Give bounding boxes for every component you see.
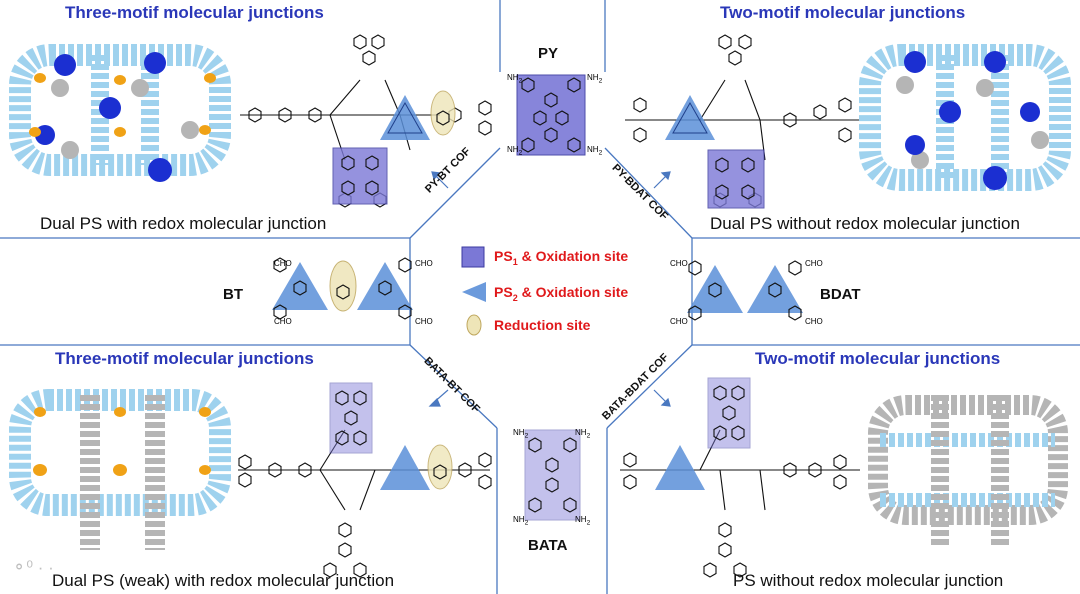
legend-symbols <box>461 246 486 336</box>
framework-model-bottom-left <box>9 389 231 550</box>
label-py: PY <box>538 45 559 62</box>
framework-model-top-left <box>9 44 231 182</box>
cho-label-bt-right-top: CHO <box>415 259 433 268</box>
watermark-logo: ⚬⁰ · · <box>12 558 54 577</box>
title-top-right: Two-motif molecular junctions <box>720 3 966 22</box>
caption-bottom-right: PS without redox molecular junction <box>733 571 1004 590</box>
legend-ps1-label: PS1 & Oxidation site <box>494 248 629 267</box>
cho-label-bdat-right-bottom: CHO <box>805 317 823 326</box>
ps2-triangle-bottom-right <box>655 445 705 490</box>
cho-label-bt-top: CHO <box>274 259 292 268</box>
ps1-py-block-top-right <box>707 149 765 209</box>
caption-bottom-left: Dual PS (weak) with redox molecular junc… <box>52 571 395 590</box>
structure-bottom-right <box>620 429 860 578</box>
caption-top-left: Dual PS with redox molecular junction <box>40 214 327 233</box>
legend-reduction: Reduction site <box>494 317 590 333</box>
label-bt: BT <box>223 286 243 303</box>
label-bdat: BDAT <box>820 286 861 303</box>
title-top-left: Three-motif molecular junctions <box>65 3 324 22</box>
nh2-label-py-br: NH2 <box>587 145 603 157</box>
legend-reduction-label: Reduction site <box>494 317 591 333</box>
cho-label-bdat-right-top: CHO <box>805 259 823 268</box>
py-monomer <box>516 74 586 156</box>
caption-top-right: Dual PS without redox molecular junction <box>710 214 1020 233</box>
direction-arrows <box>428 171 671 407</box>
nh2-label-py-bl: NH2 <box>507 145 523 157</box>
bdat-monomer <box>687 260 803 321</box>
cho-label-bdat-top: CHO <box>670 259 688 268</box>
nh2-label-bata-tr: NH2 <box>575 428 591 440</box>
framework-model-top-right <box>859 44 1071 191</box>
ps1-bata-block-bottom-left <box>329 382 373 454</box>
cho-label-bt-right-bottom: CHO <box>415 317 433 326</box>
nh2-label-py-tl: NH2 <box>507 73 523 85</box>
legend-ps2: PS2 & Oxidation site <box>494 284 628 303</box>
ps1-bata-block-bottom-right <box>707 377 751 449</box>
cho-label-bdat-bottom: CHO <box>670 317 688 326</box>
ps2-triangle-top-left <box>380 95 430 140</box>
ps1-symbol-icon <box>461 246 485 268</box>
nh2-label-py-tr: NH2 <box>587 73 603 85</box>
title-bottom-right: Two-motif molecular junctions <box>755 349 1001 368</box>
bt-monomer <box>272 257 413 320</box>
ps2-triangle-top-right <box>665 95 715 140</box>
framework-model-bottom-right <box>868 395 1068 545</box>
legend-ps1: PS1 & Oxidation site <box>494 248 628 267</box>
nh2-label-bata-br: NH2 <box>575 515 591 527</box>
ps1-py-block-top <box>332 147 388 205</box>
reduction-site-bt-top <box>430 90 456 136</box>
legend-ps2-label: PS2 & Oxidation site <box>494 284 629 303</box>
reduction-site-bt-bottom <box>427 444 453 490</box>
reduction-symbol-icon <box>466 314 482 336</box>
nh2-label-bata-bl: NH2 <box>513 515 529 527</box>
structure-top-right <box>625 34 860 208</box>
title-bottom-left: Three-motif molecular junctions <box>55 349 314 368</box>
ps2-symbol-icon <box>462 282 486 302</box>
nh2-label-bata-tl: NH2 <box>513 428 529 440</box>
cho-label-bt-bottom: CHO <box>274 317 292 326</box>
label-bata: BATA <box>528 537 568 554</box>
bata-monomer <box>524 429 581 521</box>
ps2-triangle-bottom-left <box>380 445 430 490</box>
